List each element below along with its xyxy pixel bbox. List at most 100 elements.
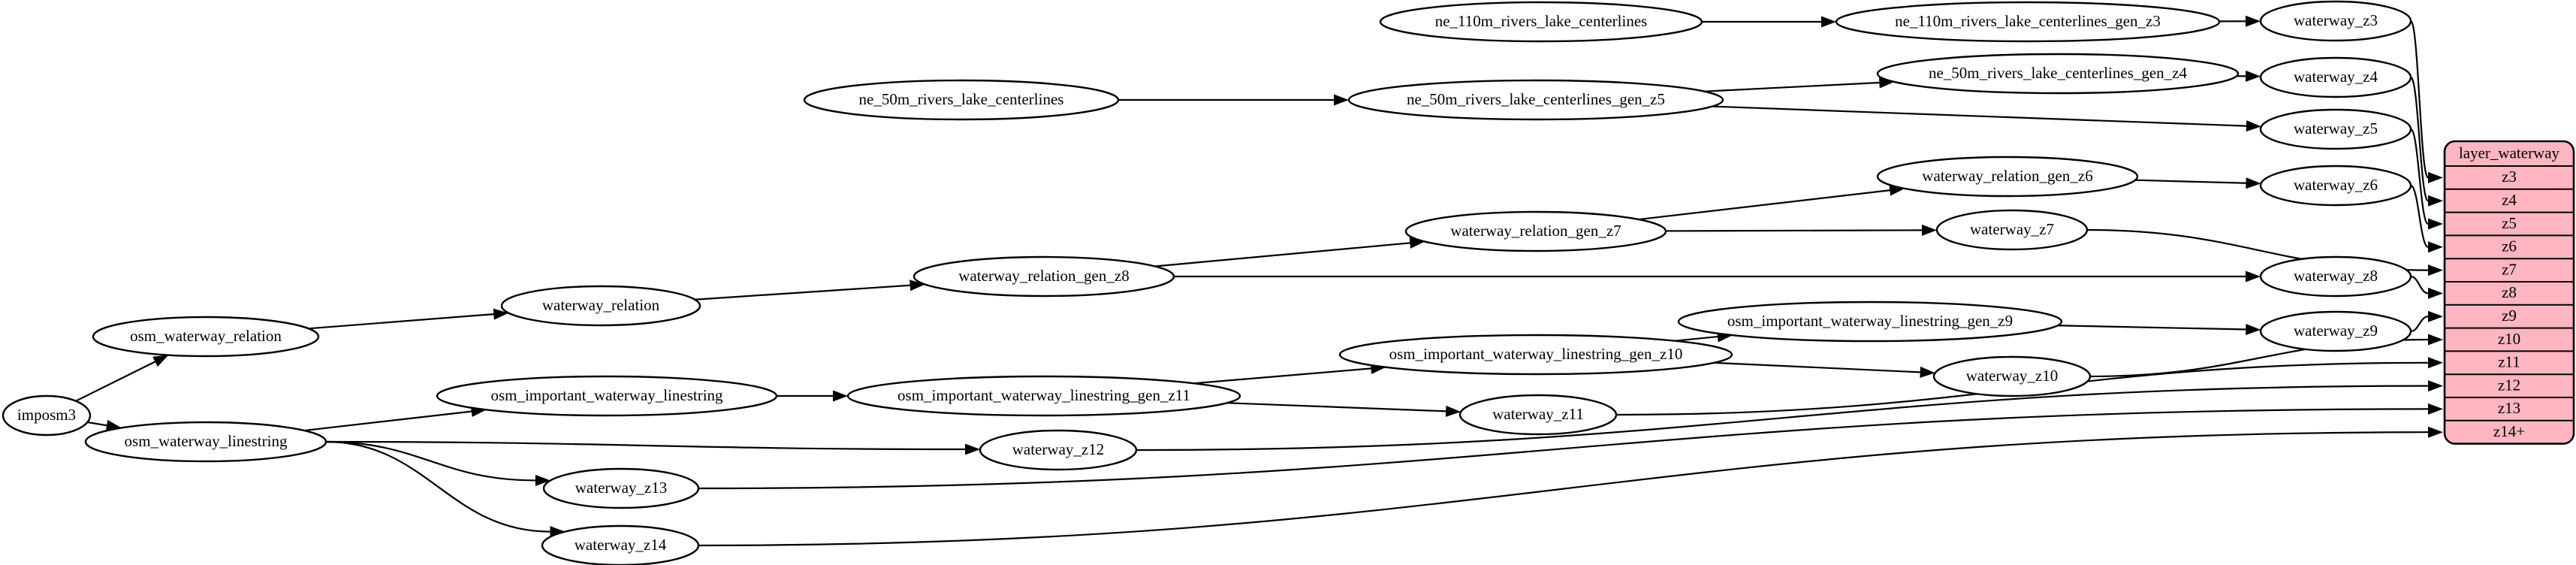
node-label: ne_110m_rivers_lake_centerlines <box>1435 12 1648 30</box>
node-label: waterway_relation_gen_z6 <box>1922 167 2092 185</box>
node-label: waterway_z14 <box>575 536 667 554</box>
node-label: waterway_relation_gen_z8 <box>958 267 1129 285</box>
node-waterway_relation_gen_z7: waterway_relation_gen_z7 <box>1404 210 1667 252</box>
edge-waterway_z12-to-row-z12 <box>1136 380 2443 452</box>
node-osm_important_waterway_linestring_gen_z11: osm_important_waterway_linestring_gen_z1… <box>846 375 1241 417</box>
edge-ne_50m_rivers_lake_centerlines_gen_z5-to-waterway_z5 <box>1712 105 2261 132</box>
edge-osm_important_waterway_linestring_gen_z10-to-waterway_z10 <box>1714 361 1935 378</box>
table-row-z14+: z14+ <box>2493 422 2525 440</box>
node-waterway_z4: waterway_z4 <box>2259 56 2412 98</box>
node-waterway_z3: waterway_z3 <box>2259 0 2412 42</box>
node-label: waterway_z8 <box>2294 267 2378 285</box>
node-waterway_z8: waterway_z8 <box>2259 255 2412 298</box>
node-osm_important_waterway_linestring_gen_z10: osm_important_waterway_linestring_gen_z1… <box>1338 334 1733 376</box>
node-label: waterway_z6 <box>2294 176 2378 194</box>
node-waterway_relation: waterway_relation <box>500 285 701 327</box>
node-waterway_z9: waterway_z9 <box>2259 310 2412 352</box>
edge-ne_110m_rivers_lake_centerlines_gen_z3-to-waterway_z3 <box>2219 15 2261 27</box>
edge-osm_waterway_linestring-to-waterway_z12 <box>325 440 981 455</box>
table-row-z9: z9 <box>2502 307 2517 325</box>
node-label: waterway_z7 <box>1970 220 2054 238</box>
node-waterway_z10: waterway_z10 <box>1932 355 2092 397</box>
node-waterway_z11: waterway_z11 <box>1458 394 1618 436</box>
table-row-z11: z11 <box>2498 353 2520 371</box>
node-waterway_relation_gen_z6: waterway_relation_gen_z6 <box>1876 156 2139 198</box>
table-row-z6: z6 <box>2502 237 2517 255</box>
node-label: osm_waterway_linestring <box>125 432 288 450</box>
edge-waterway_relation_gen_z7-to-waterway_z7 <box>1665 224 1938 236</box>
edge-waterway_z3-to-row-z3 <box>2409 20 2443 183</box>
node-waterway_z13: waterway_z13 <box>542 467 700 509</box>
node-waterway_relation_gen_z8: waterway_relation_gen_z8 <box>912 255 1175 298</box>
node-label: osm_waterway_relation <box>130 327 282 345</box>
node-label: imposm3 <box>17 406 76 424</box>
edge-waterway_relation-to-waterway_relation_gen_z8 <box>695 279 925 301</box>
edge-waterway_relation_gen_z7-to-waterway_relation_gen_z6 <box>1638 184 1905 221</box>
table-row-z10: z10 <box>2498 330 2520 348</box>
edge-waterway_z4-to-row-z4 <box>2409 76 2443 207</box>
node-osm_important_waterway_linestring: osm_important_waterway_linestring <box>436 375 778 417</box>
edge-waterway_z14-to-row-z14+ <box>698 426 2443 547</box>
edge-waterway_z5-to-row-z5 <box>2409 128 2443 230</box>
table-row-z4: z4 <box>2502 191 2517 209</box>
node-label: osm_important_waterway_linestring_gen_z1… <box>1389 345 1683 363</box>
edge-osm_important_waterway_linestring_gen_z11-to-osm_important_waterway_linestring_gen_z10 <box>1193 362 1386 385</box>
node-label: waterway_z9 <box>2294 322 2378 340</box>
node-label: ne_50m_rivers_lake_centerlines_gen_z4 <box>1929 64 2188 82</box>
node-label: waterway_z4 <box>2294 68 2378 86</box>
edge-waterway_relation_gen_z8-to-waterway_relation_gen_z7 <box>1154 237 1425 267</box>
node-waterway_z6: waterway_z6 <box>2259 165 2412 207</box>
node-ne_50m_rivers_lake_centerlines_gen_z5: ne_50m_rivers_lake_centerlines_gen_z5 <box>1347 79 1724 121</box>
table-title: layer_waterway <box>2459 144 2560 162</box>
node-osm_waterway_relation: osm_waterway_relation <box>92 316 320 358</box>
edge-ne_50m_rivers_lake_centerlines_gen_z5-to-ne_50m_rivers_lake_centerlines_gen_z4 <box>1704 77 1895 92</box>
edge-imposm3-to-osm_waterway_relation <box>75 355 169 402</box>
node-waterway_z14: waterway_z14 <box>541 524 700 565</box>
node-label: ne_110m_rivers_lake_centerlines_gen_z3 <box>1895 12 2161 30</box>
node-label: ne_50m_rivers_lake_centerlines_gen_z5 <box>1407 90 1665 108</box>
edges <box>75 15 2443 547</box>
node-label: waterway_z10 <box>1966 367 2058 385</box>
node-osm_waterway_linestring: osm_waterway_linestring <box>84 421 327 463</box>
edge-waterway_z9-to-row-z9 <box>2410 310 2443 333</box>
nodes: imposm3 osm_waterway_relation osm_waterway… <box>2 0 2412 565</box>
layer-waterway-table: layer_waterway z3 z4 z5 z6 z7 z8 z9 z10 z11 z12 z13… <box>2443 140 2575 445</box>
node-ne_50m_rivers_lake_centerlines_gen_z4: ne_50m_rivers_lake_centerlines_gen_z4 <box>1876 53 2240 95</box>
node-imposm3: imposm3 <box>2 394 92 437</box>
edge-osm_waterway_linestring-to-waterway_z13 <box>325 440 550 486</box>
node-waterway_z12: waterway_z12 <box>979 429 1138 471</box>
table-row-z13: z13 <box>2498 399 2520 417</box>
node-ne_50m_rivers_lake_centerlines: ne_50m_rivers_lake_centerlines <box>803 79 1120 121</box>
node-label: waterway_z13 <box>575 479 667 497</box>
edge-waterway_relation_gen_z8-to-waterway_z8 <box>1174 270 2261 282</box>
node-label: osm_important_waterway_linestring <box>490 386 723 404</box>
edge-ne_110m_rivers_lake_centerlines-to-ne_110m_rivers_lake_centerlines_gen_z3 <box>1702 16 1836 28</box>
edge-osm_waterway_linestring-to-waterway_z14 <box>325 440 566 538</box>
edge-ne_50m_rivers_lake_centerlines_gen_z4-to-waterway_z4 <box>2237 70 2261 82</box>
edge-osm_important_waterway_linestring_gen_z11-to-waterway_z11 <box>1226 402 1461 417</box>
node-label: ne_50m_rivers_lake_centerlines <box>859 90 1064 108</box>
node-label: waterway_relation_gen_z7 <box>1450 222 1621 240</box>
node-label: osm_important_waterway_linestring_gen_z1… <box>897 386 1190 404</box>
node-label: waterway_z11 <box>1492 405 1584 423</box>
table-row-z5: z5 <box>2502 214 2517 232</box>
edge-waterway_relation_gen_z6-to-waterway_z6 <box>2135 177 2261 189</box>
table-row-z7: z7 <box>2502 260 2517 278</box>
node-ne_110m_rivers_lake_centerlines_gen_z3: ne_110m_rivers_lake_centerlines_gen_z3 <box>1835 1 2221 43</box>
edge-waterway_z13-to-row-z13 <box>698 403 2443 490</box>
edge-osm_waterway_relation-to-waterway_relation <box>308 308 509 330</box>
edge-waterway_z8-to-row-z8 <box>2410 275 2443 299</box>
node-label: osm_important_waterway_linestring_gen_z9 <box>1727 312 2013 330</box>
table-row-z8: z8 <box>2502 283 2517 301</box>
table-row-z12: z12 <box>2498 376 2520 394</box>
edge-ne_50m_rivers_lake_centerlines-to-ne_50m_rivers_lake_centerlines_gen_z5 <box>1118 94 1349 106</box>
table-row-z3: z3 <box>2502 168 2517 186</box>
node-label: waterway_relation <box>542 296 660 314</box>
node-osm_important_waterway_linestring_gen_z9: osm_important_waterway_linestring_gen_z9 <box>1677 301 2063 343</box>
node-label: waterway_z5 <box>2294 119 2378 137</box>
edge-osm_important_waterway_linestring-to-osm_important_waterway_linestring_gen_z11 <box>777 390 848 402</box>
node-waterway_z7: waterway_z7 <box>1935 209 2089 251</box>
node-label: waterway_z12 <box>1012 440 1104 458</box>
